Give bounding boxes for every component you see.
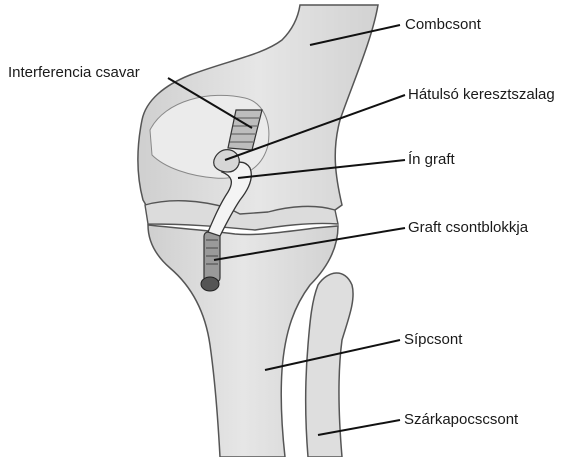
label-graft-bone-block: Graft csontblokkja: [408, 219, 528, 237]
graft-bone-block: [204, 232, 220, 282]
label-fibula: Szárkapocscsont: [404, 411, 518, 429]
tunnel-opening: [201, 277, 219, 291]
label-femur: Combcsont: [405, 16, 481, 34]
label-interference-screw: Interferencia csavar: [8, 64, 140, 82]
label-tendon-graft: Ín graft: [408, 151, 455, 169]
label-pcl: Hátulsó keresztszalag: [408, 86, 555, 104]
posterior-cruciate-ligament: [214, 150, 240, 172]
label-tibia: Sípcsont: [404, 331, 462, 349]
